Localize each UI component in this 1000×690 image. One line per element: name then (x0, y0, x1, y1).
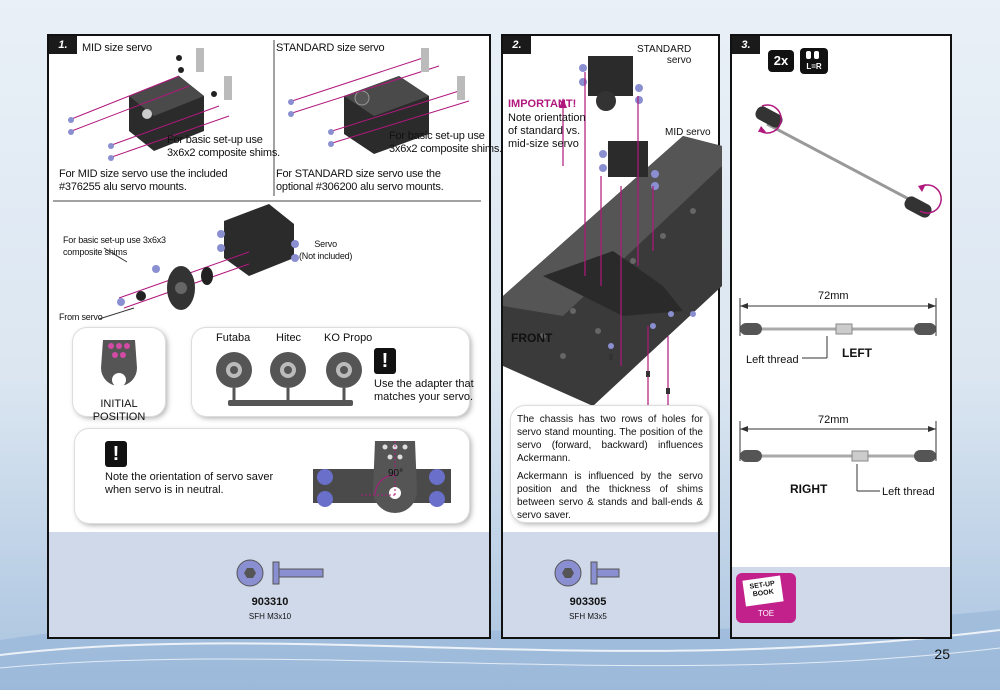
servo-saver-illustration (98, 204, 299, 320)
part-number-903310: 903310 (251, 596, 289, 608)
standard-mount-note: For STANDARD size servo use the optional… (276, 168, 444, 193)
angle-label: 90° (388, 468, 404, 479)
warning-icon: ! (105, 441, 127, 467)
adapters-card: Futaba Hitec KO Propo ! Use the adapter … (192, 328, 474, 416)
adapter-note: Use the adapter that matches your servo. (374, 378, 474, 403)
step-2-badge: 2. (503, 36, 531, 54)
chassis-info-card: The chassis has two rows of holes for se… (511, 406, 709, 522)
screw-903305-icon (554, 559, 620, 587)
page-number: 25 (934, 646, 950, 662)
mid-servo-illustration (68, 48, 232, 161)
adapter-label-hitec: Hitec (276, 332, 302, 344)
part-name-903305: SFH M3x5 (569, 612, 607, 621)
standard-servo-label: STANDARD servo (637, 44, 692, 66)
mid-shim-note: For basic set-up use 3x6x2 composite shi… (167, 134, 280, 159)
length-right-label: 72mm (818, 414, 849, 426)
part-number-903305: 903305 (569, 596, 607, 608)
setup-book-badge: SET-UP BOOK TOE (736, 573, 796, 623)
adapter-ko-propo (326, 352, 362, 388)
step-2-drawing (503, 56, 722, 587)
step-1-badge: 1. (49, 36, 77, 54)
step-3-panel: 3. 2x L=R 72mm (730, 34, 952, 639)
step-3-badge: 3. (732, 36, 760, 54)
step-1-footer (49, 532, 489, 637)
chassis-note: The chassis has two rows of holes for se… (517, 414, 703, 464)
screw-903310-icon (236, 559, 324, 587)
servo-not-included-label: Servo (Not included) (299, 239, 353, 261)
saver-shim-note: For basic set-up use 3x6x3 composite shi… (63, 235, 166, 257)
adapter-label-ko-propo: KO Propo (324, 332, 373, 344)
standard-servo-illustration (288, 48, 470, 154)
mid-servo-label: MID servo (665, 127, 711, 138)
part-name-903310: SFH M3x10 (248, 612, 292, 621)
important-note: Note orientation of standard vs. mid-siz… (508, 112, 586, 150)
left-label: LEFT (842, 346, 872, 360)
quantity-badge: 2x (768, 50, 794, 72)
initial-position-card: INITIAL POSITION (73, 328, 165, 423)
length-left-label: 72mm (818, 290, 849, 302)
front-label: FRONT (511, 331, 553, 345)
toe-label: TOE (757, 609, 775, 618)
step-1-panel: 1. (47, 34, 502, 639)
initial-position-label: INITIAL POSITION (92, 398, 146, 423)
step-3-drawing (739, 51, 942, 492)
adapter-label-futaba: Futaba (216, 332, 251, 344)
standard-servo-title: STANDARD size servo (276, 42, 385, 54)
right-label: RIGHT (790, 482, 828, 496)
adapter-hitec (270, 352, 306, 388)
left-thread-label-bottom: Left thread (882, 486, 935, 498)
adapter-futaba (216, 352, 252, 388)
left-equals-right-icon: L=R (800, 48, 828, 74)
step-2-panel: 2. (501, 34, 722, 639)
from-servo-label: From servo (59, 312, 103, 322)
left-thread-label-top: Left thread (746, 354, 799, 366)
mid-mount-note: For MID size servo use the included #376… (59, 168, 228, 193)
ackermann-note: Ackermann is influenced by the servo pos… (517, 471, 703, 521)
standard-shim-note: For basic set-up use 3x6x2 composite shi… (389, 130, 502, 155)
warning-icon: ! (374, 348, 396, 374)
mid-servo-title: MID size servo (82, 42, 152, 54)
important-label: IMPORTANT! (508, 98, 577, 110)
step-1-drawing (53, 40, 481, 320)
orientation-card: ! Note the orientation of servo saver wh… (75, 429, 469, 523)
setup-book-label: SET-UP BOOK (742, 575, 784, 607)
step-2-footer (503, 532, 718, 637)
